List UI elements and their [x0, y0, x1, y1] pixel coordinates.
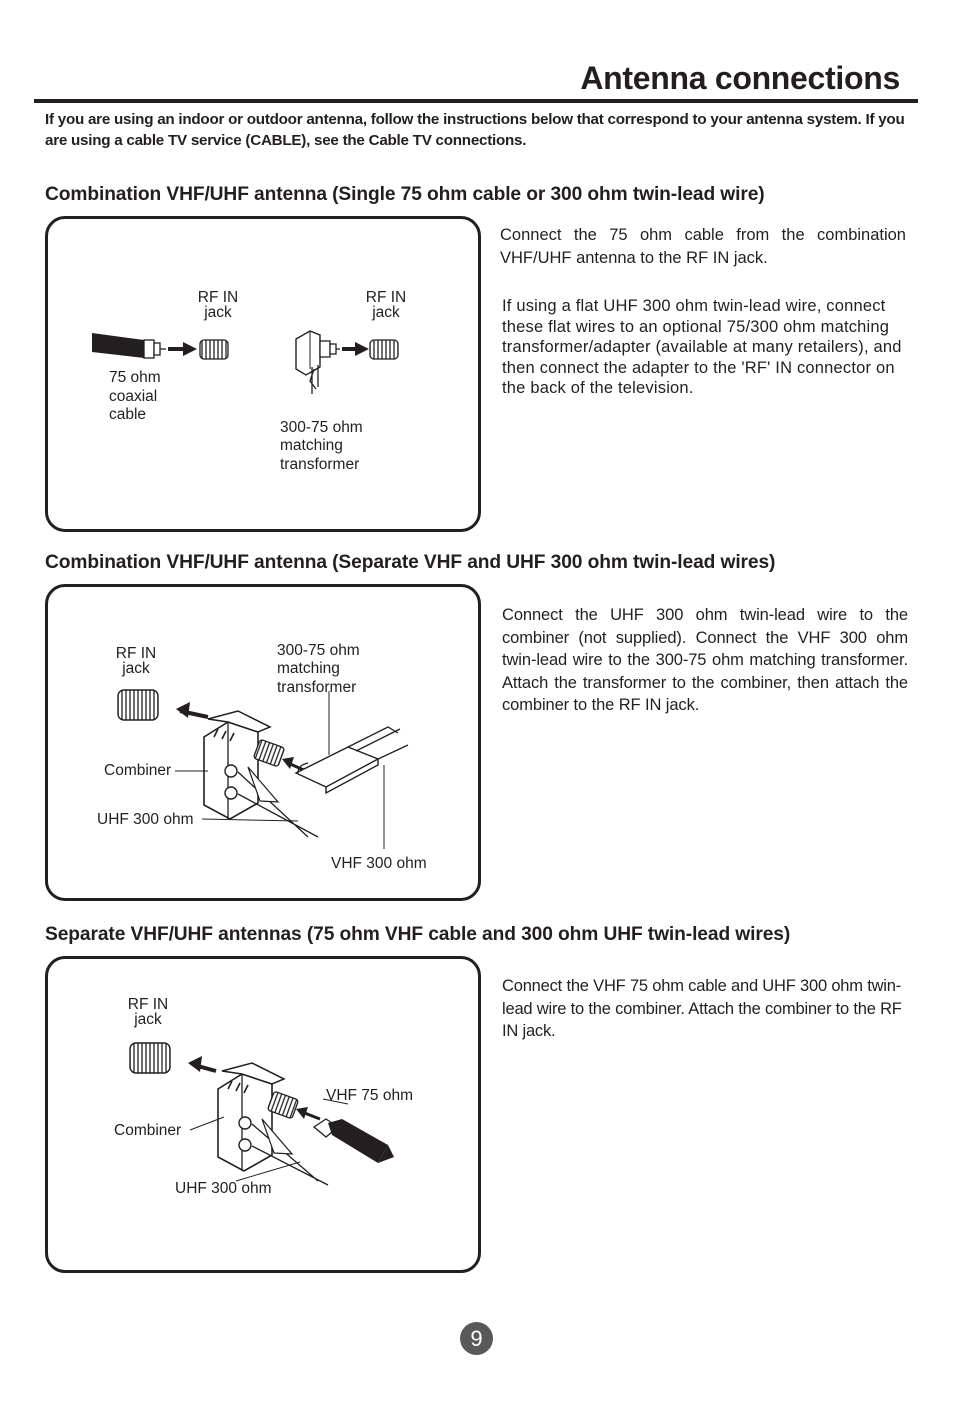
section-2-diagram: RF IN jack 300-75 ohm matching transform… — [45, 584, 481, 901]
page-number: 9 — [460, 1322, 493, 1355]
combiner-transformer-illustration — [117, 689, 409, 849]
section-2-text: Connect the UHF 300 ohm twin-lead wire t… — [502, 606, 908, 714]
jack-label: jack — [134, 1011, 162, 1028]
combiner-icon — [203, 710, 319, 838]
leader-line — [201, 818, 299, 822]
coaxial-cable-icon — [92, 333, 166, 359]
section-1-text-2: If using a flat UHF 300 ohm twin-lead wi… — [502, 297, 902, 398]
coax-label: cable — [109, 406, 147, 423]
combiner-icon — [217, 1062, 329, 1186]
intro-text: If you are using an indoor or outdoor an… — [45, 111, 905, 149]
section-2-heading: Combination VHF/UHF antenna (Separate VH… — [45, 552, 776, 573]
transformer-label: 300-75 ohm — [280, 419, 363, 436]
section-1-text-1: Connect the 75 ohm cable from the combin… — [500, 226, 906, 267]
vhf-label: VHF 75 ohm — [326, 1087, 414, 1104]
leader-line — [189, 1116, 225, 1131]
page-title: Antenna connections — [580, 60, 900, 96]
combiner-label: Combiner — [114, 1122, 182, 1139]
arrow-icon — [342, 342, 369, 356]
section-3-diagram: RF IN jack VHF 75 ohm Combiner UHF 300 o… — [45, 956, 481, 1273]
title-rule — [34, 99, 918, 103]
combiner-coax-illustration — [129, 1042, 394, 1186]
section-1-heading: Combination VHF/UHF antenna (Single 75 o… — [45, 184, 765, 205]
transformer-label: 300-75 ohm — [277, 642, 360, 659]
rf-jack-icon — [369, 339, 399, 360]
coax-label: 75 ohm — [109, 369, 161, 386]
transformer-label: matching — [280, 437, 343, 454]
rf-in-label: RF IN — [197, 289, 239, 306]
threaded-connector-icon — [267, 1091, 299, 1119]
arrow-icon — [188, 1056, 217, 1073]
leader-line — [235, 1161, 301, 1182]
jack-label: jack — [122, 660, 150, 677]
section-1-diagram: RF IN jack RF IN jack 75 ohm coaxial cab… — [45, 216, 481, 532]
rf-in-label: RF IN — [115, 645, 157, 662]
rf-in-label: RF IN — [127, 996, 169, 1013]
rf-in-label: RF IN — [365, 289, 407, 306]
combiner-label: Combiner — [104, 762, 172, 779]
arrow-icon — [296, 1107, 321, 1121]
vhf-label: VHF 300 ohm — [331, 855, 427, 872]
coax-label: coaxial — [109, 388, 158, 405]
matching-transformer-icon — [294, 726, 409, 795]
arrow-icon — [168, 342, 197, 356]
jack-label: jack — [372, 304, 400, 321]
uhf-label: UHF 300 ohm — [97, 811, 194, 828]
section-3-text: Connect the VHF 75 ohm cable and UHF 300… — [502, 977, 902, 1040]
arrow-icon — [282, 757, 307, 773]
transformer-label: matching — [277, 660, 340, 677]
transformer-label: transformer — [280, 456, 360, 473]
uhf-label: UHF 300 ohm — [175, 1180, 272, 1197]
transformer-label: transformer — [277, 679, 357, 696]
rf-jack-icon — [129, 1042, 171, 1074]
coax-and-transformer-illustration — [92, 330, 399, 394]
section-3-heading: Separate VHF/UHF antennas (75 ohm VHF ca… — [45, 924, 791, 945]
matching-transformer-icon — [295, 330, 340, 394]
jack-label: jack — [204, 304, 232, 321]
threaded-connector-icon — [253, 739, 285, 767]
rf-jack-icon — [199, 339, 229, 360]
arrow-icon — [176, 702, 209, 719]
coaxial-cable-icon — [312, 1118, 394, 1163]
rf-jack-icon — [117, 689, 159, 721]
leader-line — [322, 1098, 349, 1105]
